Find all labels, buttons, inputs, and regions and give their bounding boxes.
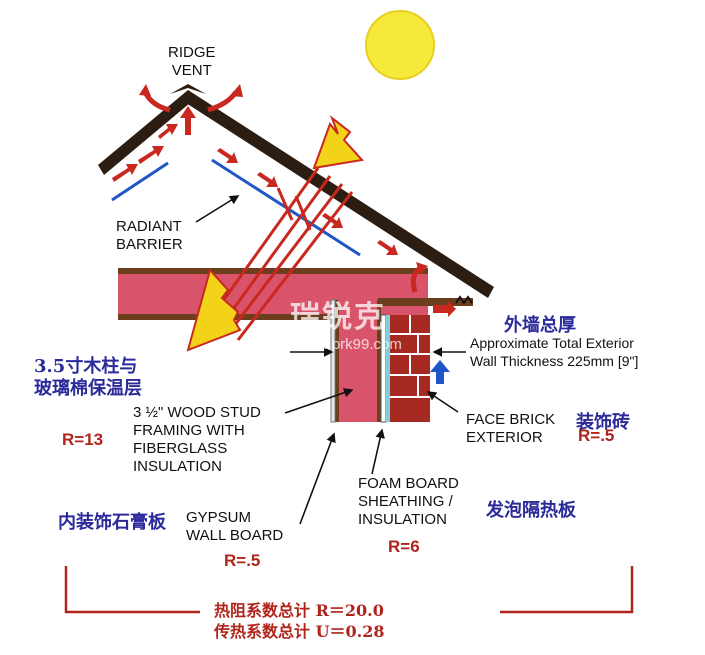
exterior-thickness-cn-label: 外墙总厚 — [504, 315, 576, 336]
face-brick-wall — [390, 315, 430, 422]
top-plate — [118, 268, 428, 274]
watermark-logo: 瑞锐克 — [290, 301, 386, 334]
stud-r-value: R=13 — [62, 430, 104, 449]
gypsum-board — [330, 299, 336, 423]
total-r-value: 热阻系数总计 R＝20.0 — [214, 601, 384, 620]
totals-bracket — [64, 566, 634, 614]
sun-icon — [365, 10, 435, 80]
foam-board-label: FOAM BOARD SHEATHING / INSULATION — [358, 475, 459, 528]
radiant-barrier-left — [111, 161, 169, 202]
face-brick-label: FACE BRICK EXTERIOR — [466, 411, 556, 446]
wall-stud-frame-outer — [377, 300, 381, 422]
watermark-url: www.prk99.com — [296, 336, 402, 353]
air-gap — [386, 315, 390, 422]
face-brick-cn-label: 装饰砖 — [576, 412, 630, 433]
foam-board-cn-label: 发泡隔热板 — [486, 500, 576, 521]
sun-ray-arrow-icon — [186, 115, 364, 352]
exterior-thickness-label: Approximate Total Exterior Wall Thicknes… — [470, 335, 639, 369]
face-brick-r-value: R=.5 — [578, 426, 615, 445]
ridge-vent-label: RIDGE VENT — [168, 44, 216, 79]
gypsum-cn-label: 内装饰石膏板 — [58, 512, 166, 533]
foam-board-r-value: R=6 — [388, 537, 420, 556]
blue-up-arrow-icon — [430, 360, 450, 384]
airflow-arrow-icon — [112, 84, 456, 317]
wall-stud-insulation — [338, 300, 378, 422]
reflected-ray-arrow-icon — [206, 167, 354, 341]
stud-cn-label: 3.5寸木柱与 玻璃棉保温层 — [34, 356, 142, 399]
stud-label: 3 ½" WOOD STUD FRAMING WITH FIBERGLASS I… — [133, 404, 261, 475]
soffit-vent — [455, 295, 473, 305]
ceiling-joist — [118, 314, 378, 320]
gypsum-label: GYPSUM WALL BOARD — [186, 509, 284, 544]
radiant-barrier-label: RADIANT BARRIER — [116, 218, 183, 253]
gypsum-r-value: R=.5 — [224, 551, 261, 570]
wall-stud-frame-inner — [335, 300, 339, 422]
soffit-board — [378, 298, 473, 306]
callout-lines — [195, 195, 466, 525]
total-u-value: 传热系数总计 U＝0.28 — [214, 622, 385, 641]
